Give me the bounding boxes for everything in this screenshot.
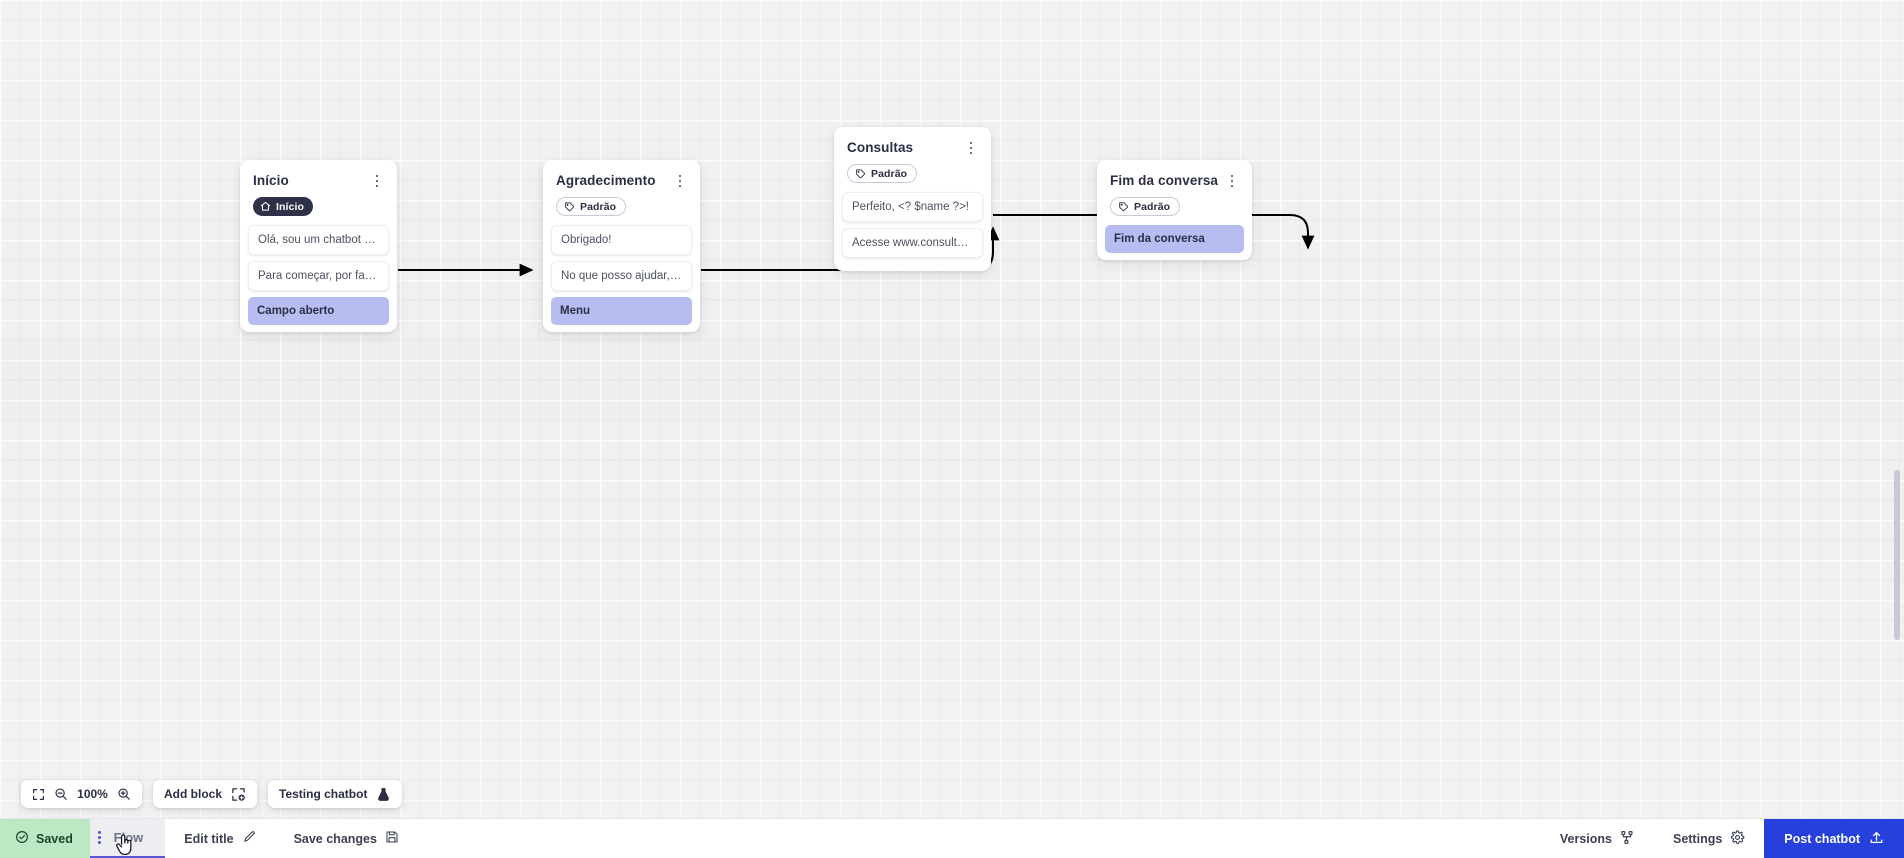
tab-flow[interactable]: Flow (89, 819, 166, 858)
flow-node-agradecimento[interactable]: Agradecimento Padrão Obrigado! No que po… (543, 160, 700, 332)
node-messages: Obrigado! No que posso ajudar, <? $name … (543, 217, 700, 325)
versions-label: Versions (1559, 831, 1612, 846)
node-header: Consultas (834, 127, 991, 157)
node-title: Fim da conversa (1110, 173, 1219, 188)
save-changes-button[interactable]: Save changes (275, 819, 418, 858)
add-block-label: Add block (164, 787, 223, 801)
save-changes-label: Save changes (293, 831, 377, 846)
message-bubble[interactable]: Para começar, por favor digite o ... (248, 261, 389, 291)
node-title: Início (253, 173, 289, 188)
status-badge[interactable]: Padrão (847, 164, 918, 183)
node-title: Agradecimento (556, 173, 656, 188)
testing-chatbot-label: Testing chatbot (279, 787, 368, 801)
node-messages: Fim da conversa (1097, 217, 1252, 253)
node-outcome[interactable]: Campo aberto (248, 297, 389, 325)
edit-title-button[interactable]: Edit title (165, 819, 274, 858)
vertical-scrollbar[interactable] (1892, 0, 1902, 838)
message-bubble[interactable]: Obrigado! (551, 225, 692, 255)
settings-button[interactable]: Settings (1654, 819, 1764, 858)
zoom-level-label: 100% (77, 787, 108, 801)
tab-flow-label: Flow (113, 830, 144, 845)
flow-canvas[interactable]: Início Início Olá, sou um chatbot de tes… (0, 0, 1904, 838)
add-block-button[interactable]: Add block (153, 780, 258, 808)
bottom-bar-left: Saved Flow Edit title Save changes (0, 819, 418, 858)
message-bubble[interactable]: Olá, sou um chatbot de teste! (248, 225, 389, 255)
floppy-disk-icon (385, 830, 399, 847)
status-badge[interactable]: Padrão (556, 197, 627, 216)
status-badge-label: Padrão (871, 167, 908, 180)
fit-screen-icon[interactable] (32, 788, 45, 801)
tag-icon (856, 169, 866, 179)
versions-button[interactable]: Versions (1541, 819, 1654, 858)
kebab-menu-icon[interactable] (97, 830, 101, 845)
settings-label: Settings (1672, 831, 1723, 846)
upload-icon (1869, 830, 1884, 848)
node-header: Início (240, 160, 397, 190)
status-badge-label: Padrão (580, 200, 617, 213)
tag-icon (565, 202, 575, 212)
bottom-bar-right: Versions Settings Post chatbot (1541, 819, 1904, 858)
vertical-scrollbar-thumb[interactable] (1894, 470, 1900, 640)
status-badge[interactable]: Início (253, 197, 314, 216)
node-badges: Padrão (834, 157, 991, 184)
edit-title-label: Edit title (184, 831, 234, 846)
node-badges: Padrão (543, 190, 700, 217)
zoom-out-icon[interactable] (54, 787, 68, 801)
status-badge-label: Início (276, 200, 305, 213)
testing-chatbot-button[interactable]: Testing chatbot (268, 780, 403, 808)
kebab-menu-icon[interactable] (369, 172, 385, 190)
node-badges: Início (240, 190, 397, 217)
node-messages: Perfeito, <? $name ?>! Acesse www.consul… (834, 184, 991, 258)
node-header: Fim da conversa (1097, 160, 1252, 190)
node-messages: Olá, sou um chatbot de teste! Para começ… (240, 217, 397, 325)
kebab-menu-icon[interactable] (963, 139, 979, 157)
node-outcome[interactable]: Menu (551, 297, 692, 325)
canvas-toolbar: 100% Add block Testing chatbot (21, 780, 403, 808)
check-circle-icon (15, 830, 29, 847)
status-badge[interactable]: Padrão (1110, 197, 1181, 216)
saved-status-badge: Saved (0, 819, 90, 858)
message-bubble[interactable]: No que posso ajudar, <? $name ... (551, 261, 692, 291)
flask-icon (376, 787, 391, 802)
saved-label: Saved (36, 831, 73, 846)
branch-icon (1620, 830, 1635, 848)
flow-node-fim-da-conversa[interactable]: Fim da conversa Padrão Fim da conversa (1097, 160, 1252, 260)
home-icon (260, 201, 271, 211)
flow-node-inicio[interactable]: Início Início Olá, sou um chatbot de tes… (240, 160, 397, 332)
zoom-in-icon[interactable] (117, 787, 131, 801)
node-header: Agradecimento (543, 160, 700, 190)
tag-icon (1119, 202, 1129, 212)
flow-connectors (398, 214, 1315, 277)
message-bubble[interactable]: Perfeito, <? $name ?>! (842, 192, 983, 222)
zoom-controls[interactable]: 100% (21, 780, 142, 808)
kebab-menu-icon[interactable] (1224, 172, 1240, 190)
bottom-status-bar: Saved Flow Edit title Save changes (0, 818, 1904, 858)
message-bubble[interactable]: Acesse www.consultas.com par... (842, 228, 983, 258)
post-chatbot-button[interactable]: Post chatbot (1764, 819, 1904, 858)
node-badges: Padrão (1097, 190, 1252, 217)
flow-node-consultas[interactable]: Consultas Padrão Perfeito, <? $name ?>! … (834, 127, 991, 271)
post-chatbot-label: Post chatbot (1784, 831, 1860, 846)
status-badge-label: Padrão (1134, 200, 1171, 213)
add-block-icon (231, 787, 246, 802)
gear-icon (1730, 829, 1745, 848)
node-outcome[interactable]: Fim da conversa (1105, 225, 1244, 253)
kebab-menu-icon[interactable] (672, 172, 688, 190)
pencil-icon (242, 830, 256, 847)
node-title: Consultas (847, 140, 914, 155)
